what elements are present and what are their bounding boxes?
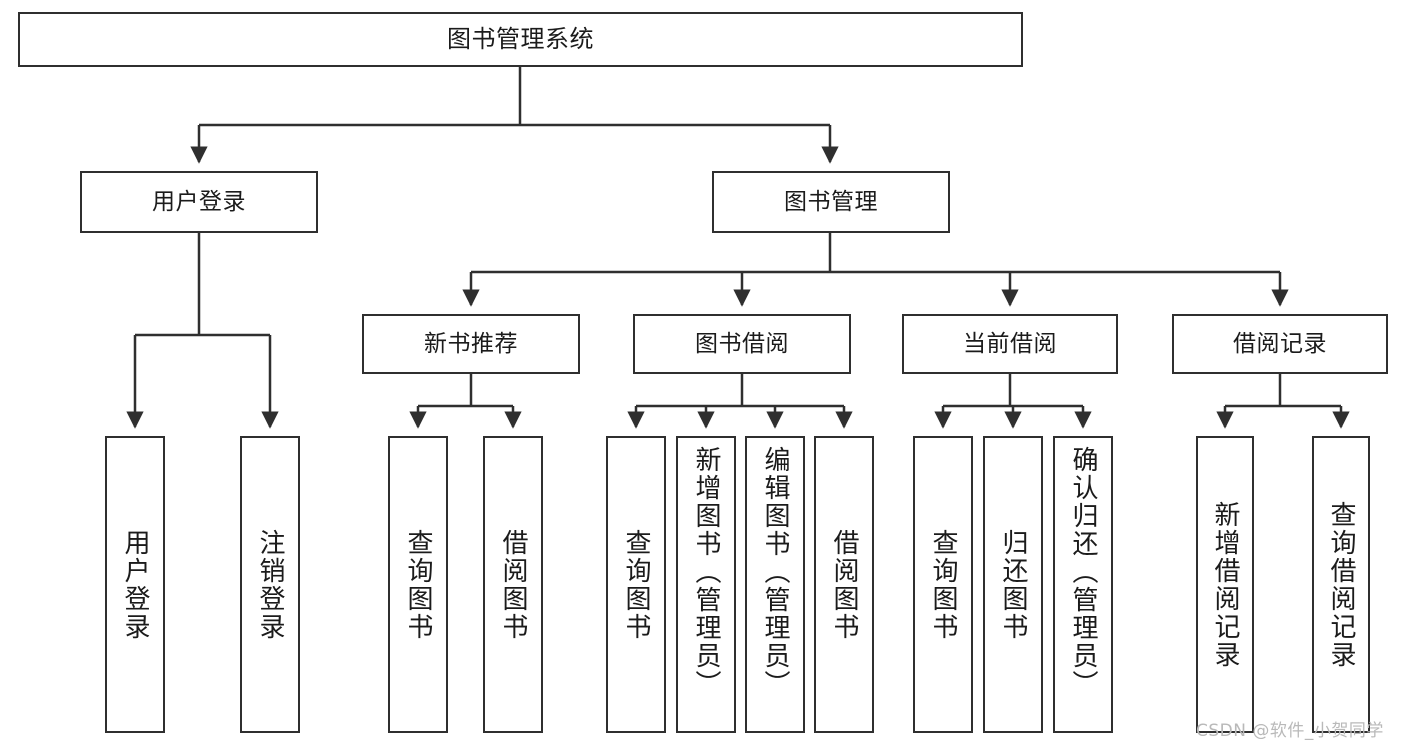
leaf-edit-book-label: 编辑图书（管理员） [760,446,790,698]
leaf-borrow-book[interactable]: 借阅图书 [814,436,874,733]
leaf-user-logout[interactable]: 注销登录 [240,436,300,733]
leaf-add-book-label: 新增图书（管理员） [691,446,721,698]
leaf-query-book-borrow[interactable]: 查询图书 [606,436,666,733]
node-new-book-rec-label: 新书推荐 [424,330,518,357]
leaf-borrow-book-label: 借阅图书 [829,528,859,641]
node-book-manage-label: 图书管理 [784,188,878,215]
node-borrow-record[interactable]: 借阅记录 [1172,314,1388,374]
csdn-watermark: CSDN @软件_小贺同学 [1196,721,1384,741]
leaf-add-record-label: 新增借阅记录 [1210,500,1240,669]
node-user-login[interactable]: 用户登录 [80,171,318,233]
node-borrow-record-label: 借阅记录 [1233,330,1327,357]
node-new-book-rec[interactable]: 新书推荐 [362,314,580,374]
leaf-user-login[interactable]: 用户登录 [105,436,165,733]
node-root-label: 图书管理系统 [447,24,594,53]
leaf-query-record[interactable]: 查询借阅记录 [1312,436,1370,733]
node-root[interactable]: 图书管理系统 [18,12,1023,67]
leaf-confirm-return-label: 确认归还（管理员） [1068,446,1098,698]
leaf-return-book[interactable]: 归还图书 [983,436,1043,733]
node-book-borrow[interactable]: 图书借阅 [633,314,851,374]
leaf-user-login-label: 用户登录 [120,528,150,641]
leaf-borrow-book-rec-label: 借阅图书 [498,528,528,641]
leaf-query-book-cur[interactable]: 查询图书 [913,436,973,733]
node-user-login-label: 用户登录 [152,188,246,215]
leaf-query-book-borrow-label: 查询图书 [621,528,651,641]
leaf-add-book[interactable]: 新增图书（管理员） [676,436,736,733]
leaf-borrow-book-rec[interactable]: 借阅图书 [483,436,543,733]
leaf-query-book-rec[interactable]: 查询图书 [388,436,448,733]
leaf-return-book-label: 归还图书 [998,528,1028,641]
leaf-query-book-rec-label: 查询图书 [403,528,433,641]
node-current-borrow[interactable]: 当前借阅 [902,314,1118,374]
node-book-borrow-label: 图书借阅 [695,330,789,357]
leaf-user-logout-label: 注销登录 [255,528,285,641]
leaf-add-record[interactable]: 新增借阅记录 [1196,436,1254,733]
node-current-borrow-label: 当前借阅 [963,330,1057,357]
leaf-confirm-return[interactable]: 确认归还（管理员） [1053,436,1113,733]
node-book-manage[interactable]: 图书管理 [712,171,950,233]
leaf-query-book-cur-label: 查询图书 [928,528,958,641]
leaf-query-record-label: 查询借阅记录 [1326,500,1356,669]
leaf-edit-book[interactable]: 编辑图书（管理员） [745,436,805,733]
